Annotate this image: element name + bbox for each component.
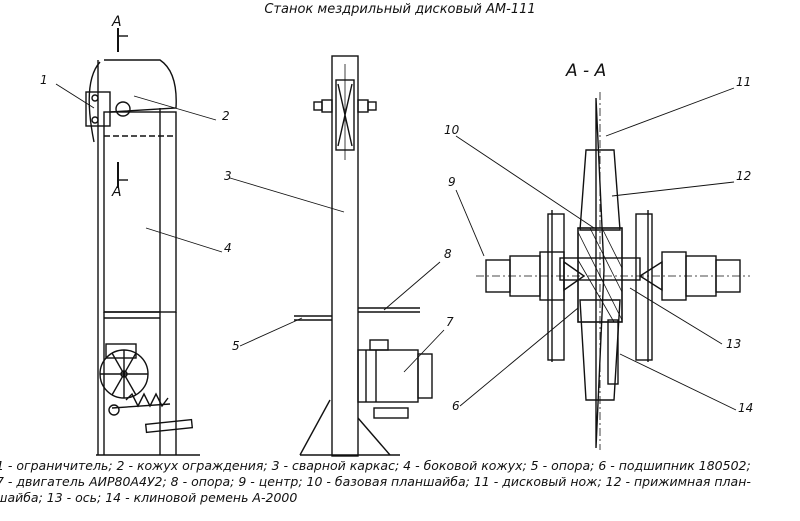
motor <box>357 349 419 403</box>
base-plate <box>547 213 565 361</box>
axis <box>559 257 641 281</box>
callout-7: 7 <box>446 315 454 329</box>
callout-4: 4 <box>224 241 232 255</box>
v-belt <box>607 319 619 385</box>
legend-line-1: 1 - ограничитель; 2 - кожух ограждения; … <box>0 458 751 473</box>
side-housing <box>103 111 177 313</box>
callout-2: 2 <box>222 109 230 123</box>
section-mark-bottom: А <box>111 184 122 200</box>
callout-12: 12 <box>736 169 751 183</box>
callout-9: 9 <box>448 175 456 189</box>
callout-5: 5 <box>232 339 240 353</box>
legend-line-2: 7 - двигатель АИР80А4У2; 8 - опора; 9 - … <box>0 474 751 489</box>
welded-frame <box>331 55 359 457</box>
callout-13: 13 <box>726 337 741 351</box>
callout-14: 14 <box>738 401 753 415</box>
callout-1: 1 <box>40 73 48 87</box>
drawing-title: Станок мездрильный дисковый АМ-111 <box>264 2 536 17</box>
leader-lines <box>55 83 737 411</box>
callout-11: 11 <box>736 75 751 89</box>
side-view <box>85 28 200 456</box>
callout-10: 10 <box>444 123 460 137</box>
callout-3: 3 <box>224 169 232 183</box>
callout-labels: 1 2 3 4 5 6 7 8 9 10 11 12 13 14 <box>40 73 753 415</box>
parts-legend: 1 - ограничитель; 2 - кожух ограждения; … <box>0 458 800 506</box>
section-aa <box>476 92 750 450</box>
legend-line-3: шайба; 13 - ось; 14 - клиновой ремень А-… <box>0 490 298 505</box>
section-title: А - А <box>565 61 606 81</box>
front-view <box>294 55 433 457</box>
callout-6: 6 <box>452 399 460 413</box>
guard-cover <box>104 59 177 113</box>
callout-8: 8 <box>444 247 452 261</box>
section-mark-top: А <box>111 14 122 30</box>
